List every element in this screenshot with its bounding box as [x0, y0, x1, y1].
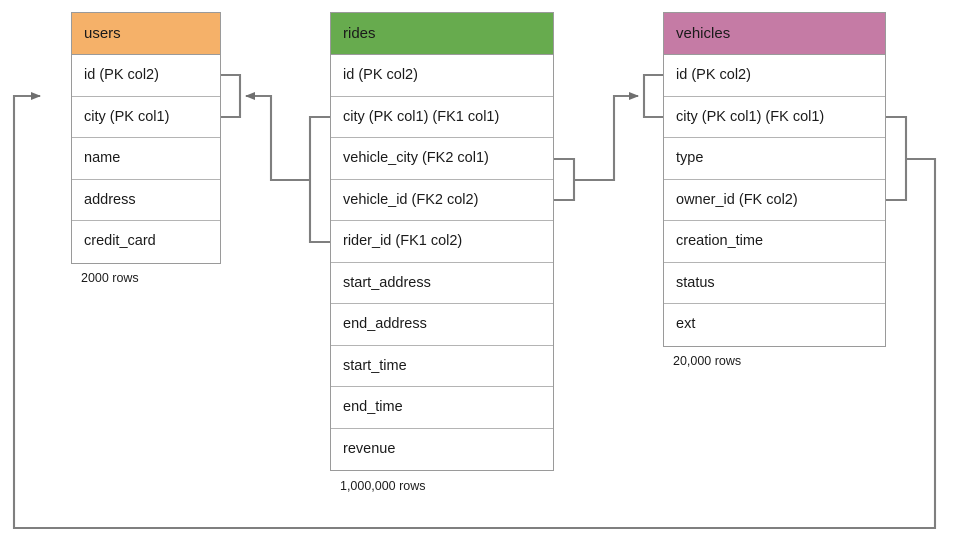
wire-fk3-vehicles-bracket	[886, 115, 908, 202]
table-rides-header: rides	[331, 13, 553, 55]
wire-fk1-link	[245, 92, 310, 182]
table-vehicles-title: vehicles	[676, 25, 731, 42]
column-vehicles-id[interactable]: id (PK col2)	[664, 55, 885, 97]
table-vehicles[interactable]: vehicles id (PK col2) city (PK col1) (FK…	[663, 12, 886, 347]
wire-fk1-rides-bracket	[308, 115, 330, 244]
column-vehicles-type[interactable]: type	[664, 138, 885, 180]
column-vehicles-ext[interactable]: ext	[664, 304, 885, 346]
column-rides-vehicle-id[interactable]: vehicle_id (FK2 col2)	[331, 179, 553, 221]
table-users-header: users	[72, 13, 220, 55]
table-rides-title: rides	[343, 25, 376, 42]
column-users-id[interactable]: id (PK col2)	[72, 55, 220, 97]
column-users-city[interactable]: city (PK col1)	[72, 96, 220, 138]
wire-fk2-link	[574, 92, 639, 182]
column-rides-city[interactable]: city (PK col1) (FK1 col1)	[331, 96, 553, 138]
wire-fk2-vehicles-bracket	[642, 73, 663, 119]
column-rides-vehicle-city[interactable]: vehicle_city (FK2 col1)	[331, 138, 553, 180]
table-users[interactable]: users id (PK col2) city (PK col1) name a…	[71, 12, 221, 264]
table-rides-row-count: 1,000,000 rows	[340, 479, 426, 493]
table-users-row-count: 2000 rows	[81, 271, 139, 285]
table-vehicles-row-count: 20,000 rows	[673, 354, 742, 368]
column-rides-start-address[interactable]: start_address	[331, 262, 553, 304]
table-users-title: users	[84, 25, 121, 42]
wire-fk2-rides-bracket	[554, 157, 576, 202]
column-users-address[interactable]: address	[72, 179, 220, 221]
column-vehicles-city[interactable]: city (PK col1) (FK col1)	[664, 96, 885, 138]
column-users-credit-card[interactable]: credit_card	[72, 221, 220, 263]
table-vehicles-header: vehicles	[664, 13, 885, 55]
column-rides-revenue[interactable]: revenue	[331, 428, 553, 470]
column-rides-start-time[interactable]: start_time	[331, 345, 553, 387]
column-rides-rider-id[interactable]: rider_id (FK1 col2)	[331, 221, 553, 263]
wire-fk1-users-bracket	[221, 73, 242, 119]
column-vehicles-owner-id[interactable]: owner_id (FK col2)	[664, 179, 885, 221]
column-rides-end-address[interactable]: end_address	[331, 304, 553, 346]
column-users-name[interactable]: name	[72, 138, 220, 180]
column-rides-end-time[interactable]: end_time	[331, 387, 553, 429]
table-rides[interactable]: rides id (PK col2) city (PK col1) (FK1 c…	[330, 12, 554, 471]
column-rides-id[interactable]: id (PK col2)	[331, 55, 553, 97]
column-vehicles-creation-time[interactable]: creation_time	[664, 221, 885, 263]
column-vehicles-status[interactable]: status	[664, 262, 885, 304]
